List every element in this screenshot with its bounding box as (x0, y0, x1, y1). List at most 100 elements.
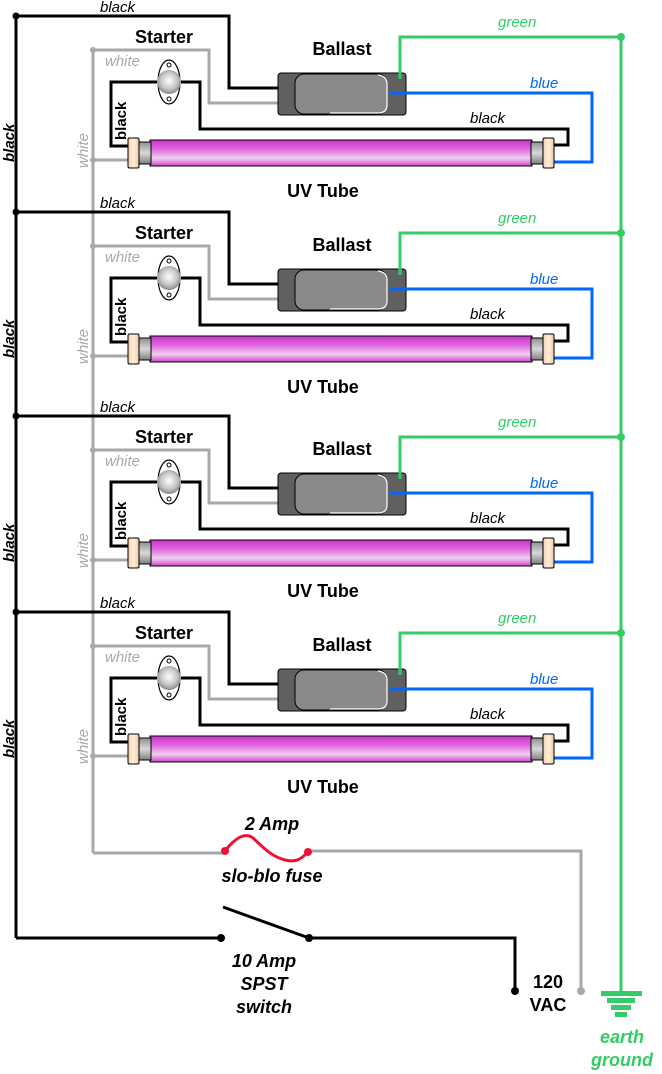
white-bus-label: white (75, 533, 92, 568)
black-feed-wire-label: black (100, 399, 137, 416)
black-starter-right-wire (181, 480, 570, 547)
uv-tube-label: UV Tube (287, 377, 359, 397)
ballast-core-highlight (330, 474, 388, 514)
earth-ground: earth ground (590, 991, 654, 1070)
tube-ferrule-right (530, 541, 544, 565)
black-starter-wire-label: black (113, 697, 130, 736)
white-ballast-wire (93, 244, 295, 301)
ballast-core-highlight (330, 74, 388, 114)
black-starter-left-wire (109, 676, 157, 744)
uv-tube-glass (149, 735, 533, 763)
fuse: 2 Amp slo-blo fuse (221, 814, 323, 886)
black-starter-wire-label: black (113, 297, 130, 336)
white-ballast-wire (93, 644, 295, 701)
black-feed-wire-label: black (100, 595, 137, 612)
blue-wire-label: blue (530, 671, 558, 688)
spst-switch: 10 Amp SPST switch (217, 905, 313, 1017)
starter-hole-top (166, 258, 172, 264)
starter-hole-top (166, 462, 172, 468)
white-bus-label: white (75, 329, 92, 364)
switch-label-line1: 10 Amp (232, 951, 296, 971)
green-wire-label: green (498, 210, 536, 227)
starter-body (157, 266, 181, 290)
blue-ballast-wire (390, 491, 594, 564)
uv-tube-glass (149, 335, 533, 363)
tube-end-cap-left (127, 333, 140, 365)
switch-blade (222, 905, 310, 940)
ballast-label: Ballast (312, 235, 371, 255)
starter-hole-top (166, 658, 172, 664)
uv-tube-label: UV Tube (287, 181, 359, 201)
black-starter-left-wire (109, 80, 157, 148)
green-ground-wire (398, 35, 621, 79)
green-bus-junction (617, 229, 625, 237)
black-return-wire-label: black (470, 706, 507, 723)
starter-label: Starter (135, 427, 193, 447)
starter-body (157, 70, 181, 94)
switch-label-line3: switch (236, 997, 292, 1017)
ground-symbol-bar3 (611, 1005, 631, 1010)
black-bus-label: black (1, 719, 18, 758)
white-fuse-to-supply-wire (308, 849, 583, 990)
white-ballast-wire-label: white (105, 649, 140, 666)
tube-end-cap-left (127, 137, 140, 169)
starter-hole-bottom (166, 96, 172, 102)
supply-label-line1: 120 (533, 972, 563, 992)
black-return-wire-label: black (470, 510, 507, 527)
fuse-rating-label: 2 Amp (244, 814, 299, 834)
green-bus-junction (617, 433, 625, 441)
fuse-terminal-left (221, 847, 229, 855)
fuse-type-label: slo-blo fuse (221, 866, 322, 886)
ballast-core (294, 473, 388, 515)
white-ballast-wire (93, 448, 295, 505)
ballast-core-highlight (330, 670, 388, 710)
tube-ferrule-left (138, 737, 152, 761)
global-wires (14, 16, 623, 995)
black-return-wire-label: black (470, 110, 507, 127)
ballast-core-highlight (330, 270, 388, 310)
black-feed-wire (16, 210, 295, 286)
ballast-core (294, 73, 388, 115)
black-starter-right-wire (181, 80, 570, 147)
black-feed-wire-label: black (100, 195, 137, 212)
white-supply-terminal (577, 987, 585, 995)
starter-label: Starter (135, 623, 193, 643)
ground-symbol-bar1 (601, 991, 642, 996)
black-switch-to-supply-wire (309, 936, 517, 990)
starter-body (157, 666, 181, 690)
uv-tube-label: UV Tube (287, 581, 359, 601)
uv-tube-label: UV Tube (287, 777, 359, 797)
black-bus-label: black (1, 523, 18, 562)
tube-ferrule-right (530, 737, 544, 761)
ground-symbol-bar2 (607, 998, 635, 1003)
tube-ferrule-left (138, 541, 152, 565)
tube-end-cap-left (127, 537, 140, 569)
black-starter-right-wire (181, 676, 570, 743)
black-supply-terminal (511, 987, 519, 995)
green-bus-junction (617, 629, 625, 637)
green-wire-label: green (498, 610, 536, 627)
ballast-core (294, 669, 388, 711)
green-wire-label: green (498, 414, 536, 431)
white-bus-label: white (75, 729, 92, 764)
blue-ballast-wire (390, 91, 594, 164)
tube-ferrule-right (530, 337, 544, 361)
tube-end-cap-right (542, 333, 555, 365)
black-starter-wire-label: black (113, 501, 130, 540)
black-bus-label: black (1, 123, 18, 162)
black-feed-wire (16, 414, 295, 490)
black-starter-left-wire (109, 480, 157, 548)
tube-ferrule-left (138, 141, 152, 165)
black-feed-wire (16, 610, 295, 686)
tube-end-cap-right (542, 537, 555, 569)
black-feed-wire-label: black (100, 0, 137, 16)
black-bus-label: black (1, 319, 18, 358)
black-return-wire-label: black (470, 306, 507, 323)
starter-label: Starter (135, 223, 193, 243)
fuse-element (223, 834, 310, 863)
uv-tube-glass (149, 139, 533, 167)
